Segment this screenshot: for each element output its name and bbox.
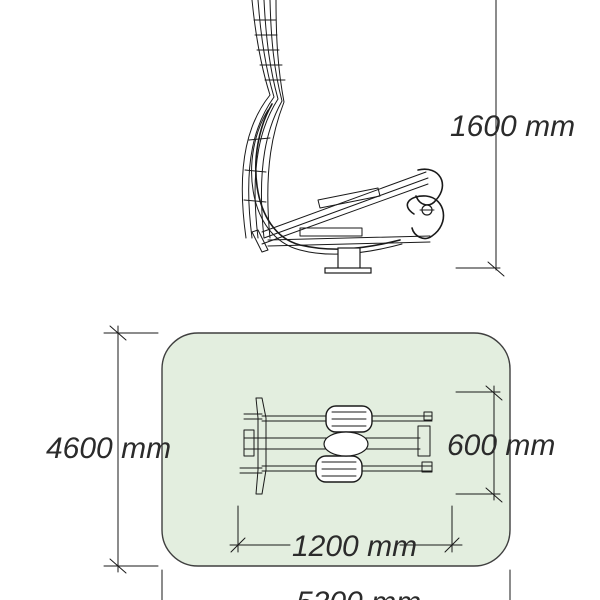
ground-post xyxy=(324,247,372,274)
dimension-seat-width-label: 600 mm xyxy=(447,429,555,462)
dimension-line-depth xyxy=(103,325,159,574)
pedal-ends xyxy=(406,168,445,240)
plan-view: 4600 mm xyxy=(46,325,555,600)
curved-spring-arm xyxy=(241,0,286,239)
center-hub xyxy=(323,431,369,457)
dimension-line-seat-width xyxy=(455,385,503,503)
dimension-line-equipment-length xyxy=(229,505,463,553)
lever-arms xyxy=(251,171,431,253)
dimension-equipment-length-label: 1200 mm xyxy=(292,530,417,563)
dimension-depth-label: 4600 mm xyxy=(46,432,171,465)
equipment-top-view xyxy=(239,397,433,495)
dimension-height-label: 1600 mm xyxy=(450,110,575,143)
side-elevation-view: 1600 mm xyxy=(241,0,575,277)
seat-curve xyxy=(255,103,401,250)
dimension-line-plan-width xyxy=(161,569,511,600)
dimension-plan-width-label: 5300 mm xyxy=(296,586,421,600)
dimension-line-height xyxy=(455,0,505,277)
